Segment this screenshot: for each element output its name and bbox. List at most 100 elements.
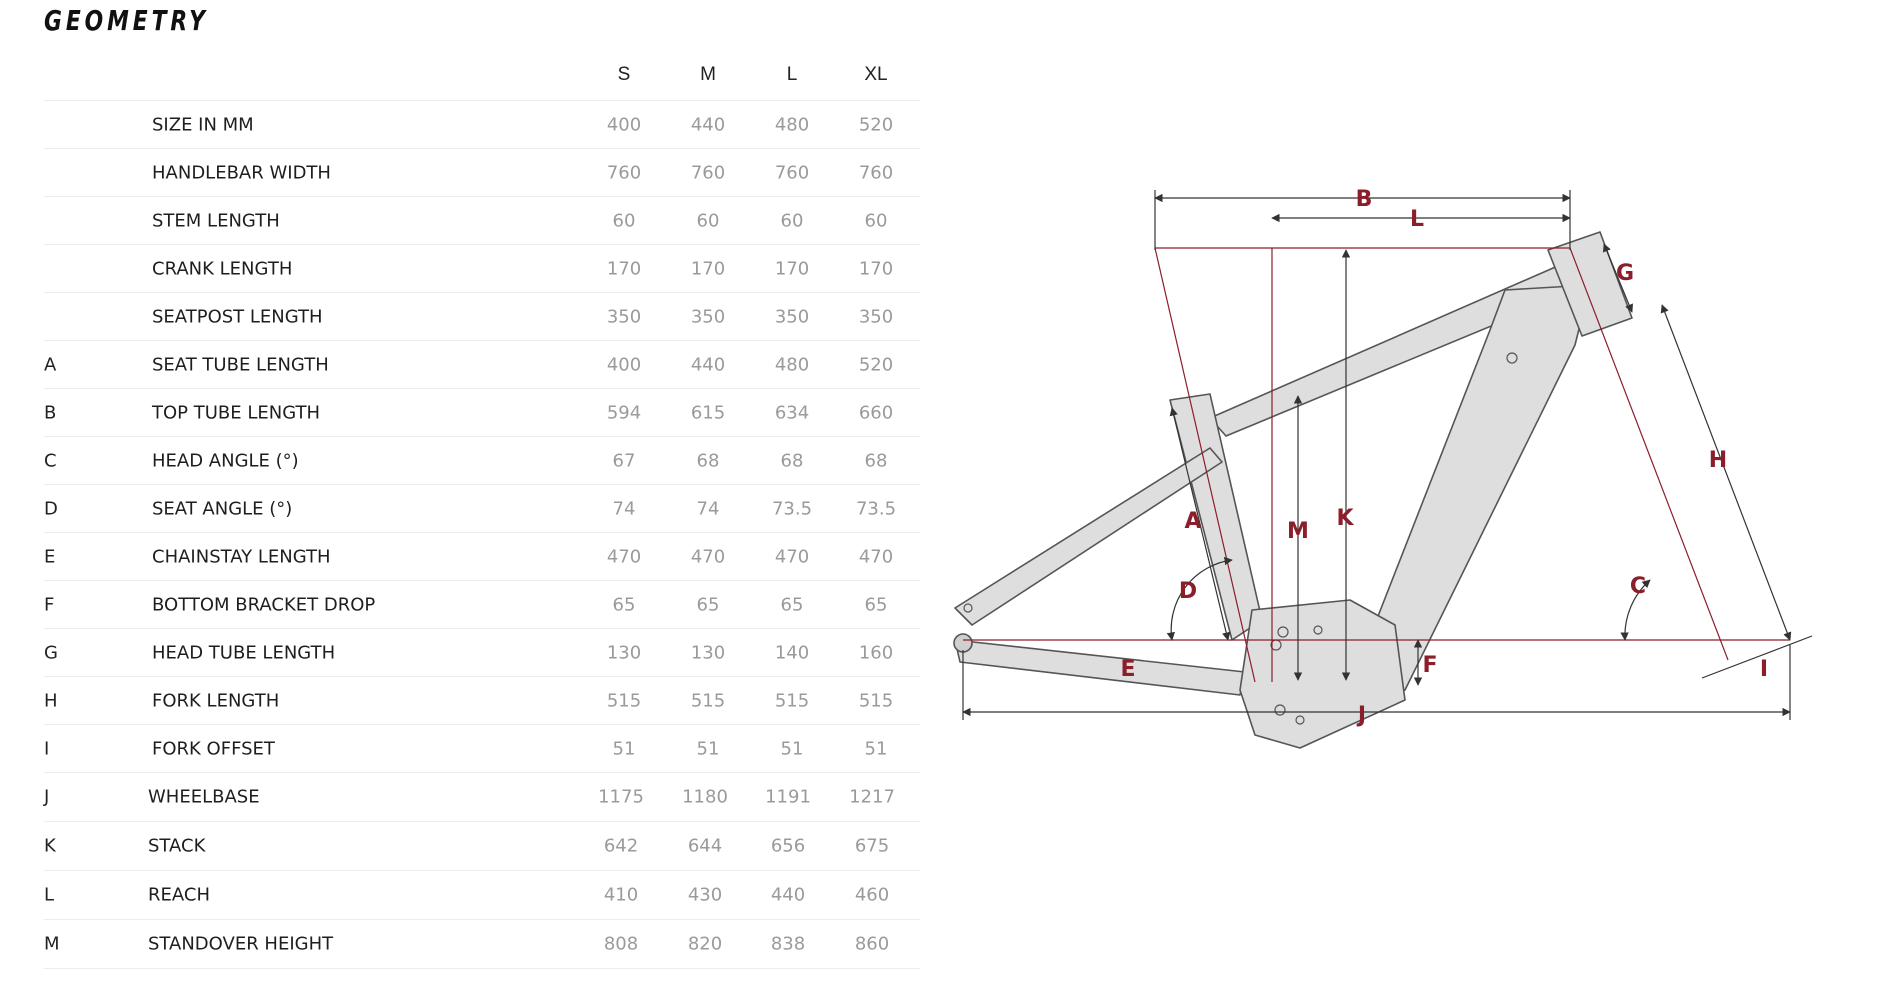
value-cell: 644 <box>687 835 723 857</box>
value-cell: 350 <box>690 306 726 327</box>
value-cell: 594 <box>606 402 642 423</box>
value-cell: 170 <box>774 258 810 279</box>
dim-label-g: G <box>1616 261 1634 286</box>
dim-label-l: L <box>1410 207 1424 232</box>
value-cell: 68 <box>864 450 888 471</box>
table-row: STEM LENGTH 60 60 60 60 <box>44 197 920 245</box>
dim-label-e: E <box>1120 657 1135 682</box>
size-header-l: L <box>786 64 798 85</box>
value-cell: 642 <box>603 835 639 857</box>
row-code: B <box>44 402 57 423</box>
row-label: CRANK LENGTH <box>152 258 293 279</box>
value-cell: 65 <box>696 594 720 615</box>
value-cell: 520 <box>858 114 894 135</box>
table-row: I FORK OFFSET 51 51 51 51 <box>44 725 920 773</box>
dim-label-f: F <box>1422 653 1437 678</box>
value-cell: 51 <box>612 738 636 759</box>
table-row: F BOTTOM BRACKET DROP 65 65 65 65 <box>44 581 920 629</box>
row-code: F <box>44 594 55 615</box>
row-code: I <box>44 738 50 759</box>
row-label: REACH <box>148 884 210 906</box>
value-cell: 51 <box>780 738 804 759</box>
value-cell: 60 <box>696 210 720 231</box>
value-cell: 480 <box>774 354 810 375</box>
value-cell: 470 <box>690 546 726 567</box>
row-label: STACK <box>148 835 206 857</box>
value-cell: 65 <box>864 594 888 615</box>
value-cell: 470 <box>606 546 642 567</box>
value-cell: 60 <box>780 210 804 231</box>
row-label: BOTTOM BRACKET DROP <box>152 594 376 615</box>
value-cell: 440 <box>690 354 726 375</box>
value-cell: 820 <box>687 933 723 955</box>
value-cell: 1175 <box>598 786 644 808</box>
value-cell: 350 <box>774 306 810 327</box>
dim-label-a: A <box>1184 509 1201 534</box>
row-label: HEAD TUBE LENGTH <box>152 642 336 663</box>
value-cell: 440 <box>690 114 726 135</box>
value-cell: 515 <box>774 690 810 711</box>
value-cell: 410 <box>603 884 639 906</box>
value-cell: 65 <box>612 594 636 615</box>
row-label: SEAT TUBE LENGTH <box>152 354 329 375</box>
value-cell: 400 <box>606 114 642 135</box>
value-cell: 634 <box>774 402 810 423</box>
value-cell: 656 <box>770 835 806 857</box>
size-header-m: M <box>700 64 716 85</box>
row-label: SEATPOST LENGTH <box>152 306 323 327</box>
value-cell: 51 <box>864 738 888 759</box>
table-header: S M L XL <box>44 50 920 101</box>
value-cell: 68 <box>780 450 804 471</box>
row-code: E <box>44 546 56 567</box>
value-cell: 350 <box>858 306 894 327</box>
row-label: HEAD ANGLE (°) <box>152 450 299 471</box>
value-cell: 65 <box>780 594 804 615</box>
row-label: CHAINSTAY LENGTH <box>152 546 331 567</box>
row-code: C <box>44 450 57 471</box>
value-cell: 60 <box>864 210 888 231</box>
value-cell: 838 <box>770 933 806 955</box>
dim-label-b: B <box>1356 187 1373 212</box>
row-label: STEM LENGTH <box>152 210 280 231</box>
row-label: TOP TUBE LENGTH <box>152 402 321 423</box>
value-cell: 160 <box>858 642 894 663</box>
value-cell: 520 <box>858 354 894 375</box>
value-cell: 660 <box>858 402 894 423</box>
row-code: J <box>44 786 50 808</box>
value-cell: 350 <box>606 306 642 327</box>
value-cell: 130 <box>690 642 726 663</box>
row-label: FORK OFFSET <box>152 738 275 759</box>
dimension-lines <box>962 190 1813 720</box>
page-title: GEOMETRY <box>44 4 209 37</box>
row-label: STANDOVER HEIGHT <box>148 933 334 955</box>
row-code: G <box>44 642 58 663</box>
value-cell: 170 <box>606 258 642 279</box>
value-cell: 760 <box>858 162 894 183</box>
value-cell: 60 <box>612 210 636 231</box>
value-cell: 430 <box>687 884 723 906</box>
dim-label-c: C <box>1630 574 1646 599</box>
dimension-labels: A B C D E F G H I J K L M <box>1120 187 1768 728</box>
value-cell: 74 <box>696 498 720 519</box>
value-cell: 1180 <box>682 786 728 808</box>
table-row: SEATPOST LENGTH 350 350 350 350 <box>44 293 920 341</box>
value-cell: 51 <box>696 738 720 759</box>
dim-label-d: D <box>1179 579 1197 604</box>
value-cell: 440 <box>770 884 806 906</box>
value-cell: 860 <box>854 933 890 955</box>
value-cell: 400 <box>606 354 642 375</box>
value-cell: 170 <box>690 258 726 279</box>
row-label: WHEELBASE <box>148 786 260 808</box>
